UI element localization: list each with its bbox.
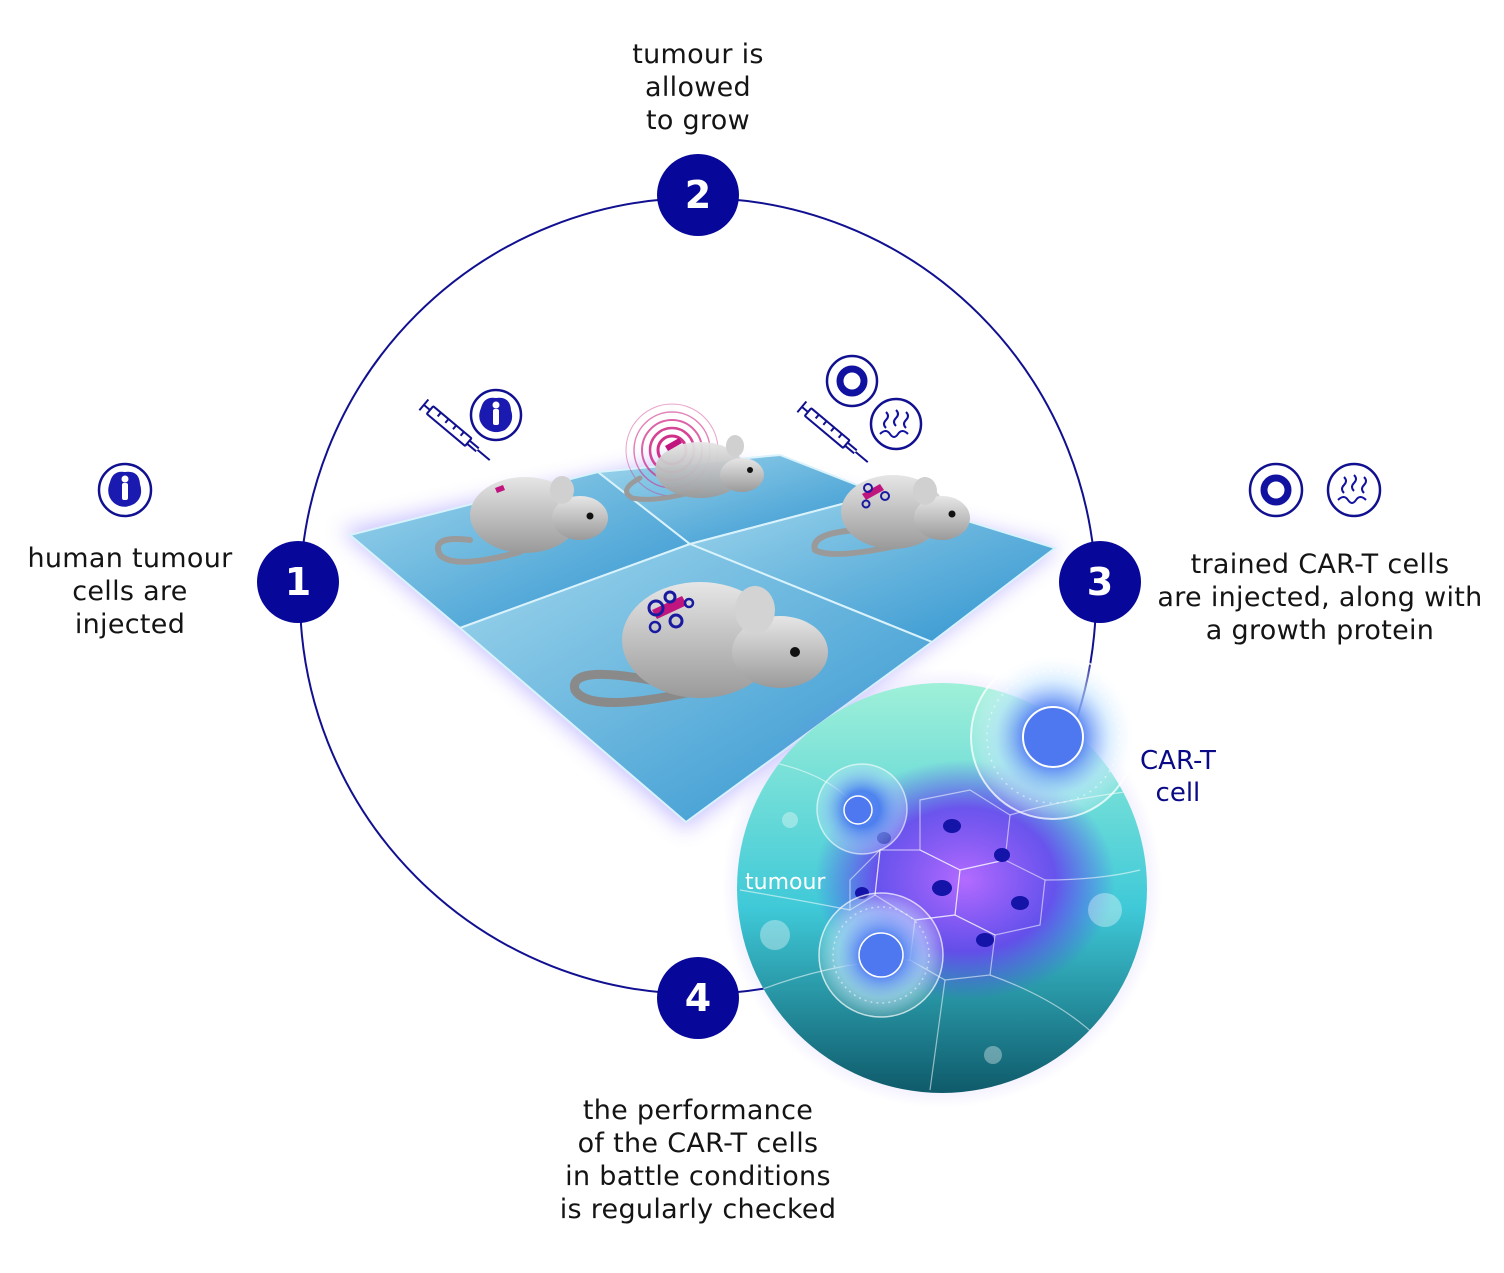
step-1-label-line: injected [74,609,186,640]
step-4-badge: 4 [657,957,739,1039]
step-2-label-line: allowed [645,72,751,103]
car-t-cell-attacking [818,892,944,1018]
mouse-2-illustration [624,403,764,502]
car-t-callout-line: CAR-T [1140,746,1216,776]
human-tumour-cell-icon [97,462,153,518]
step-1-label: human tumour cells are injected [10,542,250,641]
car-t-cell-small [816,763,908,855]
step-1-badge: 1 [257,541,339,623]
step-1-label-line: human tumour [27,543,233,574]
mouse-1-illustration [435,476,608,565]
car-t-cell-callout: CAR-T cell [1140,745,1216,809]
human-tumour-cell-icon [469,388,523,442]
syringe-icon [418,398,491,461]
car-t-cell-large [970,654,1136,820]
step-2-label: tumour is allowed to grow [578,38,818,137]
mouse-4-illustration [570,582,828,707]
car-t-cell-ring-icon [1248,462,1304,518]
step-4-label: the performance of the CAR-T cells in ba… [548,1094,848,1226]
step-3-badge: 3 [1059,541,1141,623]
syringe-icon [796,400,869,463]
step-4-label-line: is regularly checked [559,1194,837,1225]
step-2-label-line: to grow [645,105,751,136]
step-3-label-line: trained CAR-T cells [1190,549,1450,580]
tumour-callout: tumour [745,870,826,895]
step-4-label-line: of the CAR-T cells [577,1128,819,1159]
car-t-callout-line: cell [1155,778,1201,808]
step-3-label-line: are injected, along with [1157,582,1483,613]
mouse-3-illustration [811,475,970,557]
step-1-label-line: cells are [72,576,188,607]
step-4-label-line: the performance [582,1095,814,1126]
car-t-cell-ring-icon [825,354,879,408]
step-4-label-line: in battle conditions [565,1161,831,1192]
step-3-label-line: a growth protein [1205,615,1435,646]
growth-protein-icon [869,397,923,451]
growth-protein-icon [1326,462,1382,518]
step-3-label: trained CAR-T cells are injected, along … [1148,548,1492,647]
step-2-badge: 2 [657,154,739,236]
step-2-label-line: tumour is [632,39,764,70]
